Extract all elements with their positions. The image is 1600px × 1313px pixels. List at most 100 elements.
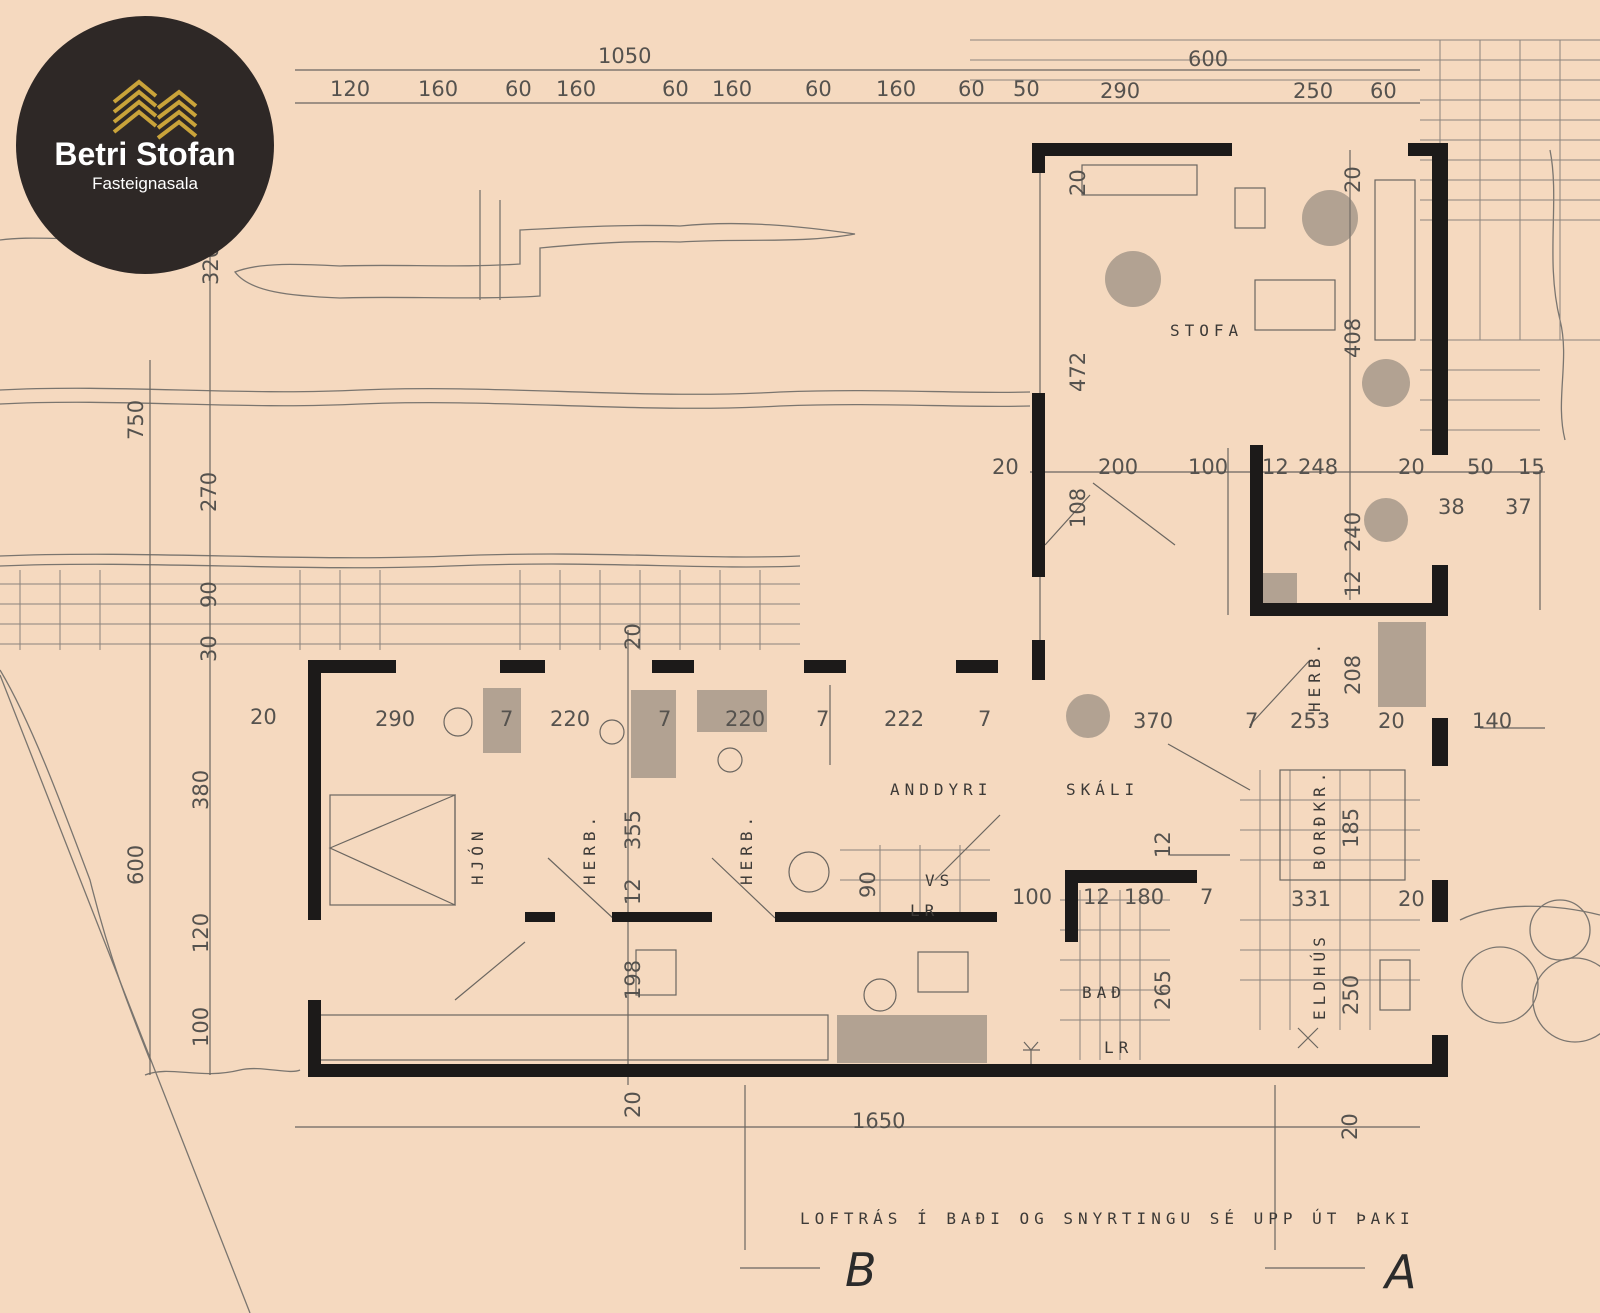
dim-mid: 20 [1398,455,1425,479]
dim-top: 160 [876,77,916,101]
rooms-dimensions: 20 290 7 220 7 220 7 222 7 370 7 253 20 … [250,623,1512,1140]
room-label-bordkr: BORÐKR. [1310,768,1329,870]
dim-room: 140 [1472,709,1512,733]
room-label-hjon: HJÓN [468,826,487,885]
dim-top: 50 [1013,77,1040,101]
brand-logo: Betri Stofan Fasteignasala [16,16,274,274]
dim-20b: 20 [621,1091,645,1118]
dim-top: 60 [958,77,985,101]
dim-room: 20 [250,705,277,729]
dim-top-600: 600 [1188,47,1228,71]
dim-room: 220 [725,707,765,731]
room-label-anddyri: ANDDYRI [890,780,992,799]
landscape-sketch [0,149,1600,1313]
mid-dimensions: 20 200 100 12 248 20 50 15 38 37 108 240… [992,455,1545,695]
dim-12: 12 [1341,570,1365,597]
dim-12: 12 [1151,831,1175,858]
dim-1650: 1650 [852,1109,905,1133]
house-roof-icon [112,79,198,140]
room-label-herb: HERB. [580,812,599,885]
dim-mid: 38 [1438,495,1465,519]
dim-20-top: 20 [621,623,645,650]
room-label-herb: HERB. [737,812,756,885]
dim-stofa-h: 472 [1066,352,1090,392]
dim-mid: 12 [1262,455,1289,479]
dim-left: 380 [189,770,213,810]
dim-room: 20 [1378,709,1405,733]
dim-room: 222 [884,707,924,731]
dim-top: 290 [1100,79,1140,103]
dim-240: 240 [1341,512,1365,552]
dim-top: 160 [418,77,458,101]
dim-top: 60 [805,77,832,101]
dim-108: 108 [1066,488,1090,528]
top-dimensions: 1050 600 120 160 60 160 60 160 60 160 60… [330,44,1397,103]
dim-mid: 248 [1298,455,1338,479]
room-label-skali: SKÁLI [1066,780,1139,799]
dim-20r: 20 [1398,887,1425,911]
brand-subtitle: Fasteignasala [92,174,198,193]
dim-room: 290 [375,707,415,731]
dim-top: 160 [556,77,596,101]
dim-top: 60 [505,77,532,101]
room-label-herb: HERB. [1305,639,1324,712]
dim-left: 600 [124,845,148,885]
dim-left: 100 [189,1007,213,1047]
room-labels: HJÓN HERB. HERB. HERB. ANDDYRI SKÁLI VS … [468,639,1329,1057]
dim-top: 60 [662,77,689,101]
dim-185: 185 [1339,808,1363,848]
dim-12: 12 [621,878,645,905]
room-label-lr: LR [1104,1038,1133,1057]
dim-90: 90 [856,871,880,898]
room-label-vs: VS [925,871,954,890]
dim-room: 253 [1290,709,1330,733]
dim-room: 7 [816,707,829,731]
dim-top: 120 [330,77,370,101]
dim-208: 208 [1341,655,1365,695]
dim-room: 7 [978,707,991,731]
dim-mid: 200 [1098,455,1138,479]
dim-mid: 100 [1188,455,1228,479]
ventilation-note: LOFTRÁS Í BAÐI OG SNYRTINGU SÉ UPP ÚT ÞA… [800,1209,1415,1228]
dim-mid: 37 [1505,495,1532,519]
stofa-dimensions: 20 20 472 408 STOFA [1066,166,1365,392]
paving-grid [0,39,1600,1060]
dim-room: 220 [550,707,590,731]
left-dimensions: 320 750 270 90 30 380 600 120 100 [124,245,223,1047]
dim-mid: 20 [992,455,1019,479]
dim-stofa-h2: 408 [1341,318,1365,358]
dim-stofa-b: 20 [1341,166,1365,193]
dim-left: 90 [197,581,221,608]
dim-mid: 15 [1518,455,1545,479]
dim-left: 120 [189,913,213,953]
brand-name: Betri Stofan [54,136,236,172]
dim-left: 30 [197,635,221,662]
dim-top: 160 [712,77,752,101]
dim-top: 250 [1293,79,1333,103]
dim-stofa-a: 20 [1066,169,1090,196]
dim-top-1050: 1050 [598,44,651,68]
dim-12: 12 [1083,885,1110,909]
section-marker-b: B [845,1243,877,1297]
dim-top: 60 [1370,79,1397,103]
dim-mid: 50 [1467,455,1494,479]
walls [308,143,1448,1077]
room-label-bad: BAÐ [1082,983,1126,1002]
dim-left: 270 [197,472,221,512]
dim-100: 100 [1012,885,1052,909]
dim-room: 7 [500,707,513,731]
dim-198: 198 [621,960,645,1000]
room-label-stofa: STOFA [1170,321,1243,340]
dim-left: 750 [124,400,148,440]
section-marker-a: A [1382,1245,1416,1299]
dim-355: 355 [621,810,645,850]
dim-331: 331 [1291,887,1331,911]
dim-180: 180 [1124,885,1164,909]
room-label-lr: LR [910,901,939,920]
dim-room: 7 [658,707,671,731]
dim-room: 7 [1245,709,1258,733]
dim-250: 250 [1339,975,1363,1015]
dim-room: 370 [1133,709,1173,733]
